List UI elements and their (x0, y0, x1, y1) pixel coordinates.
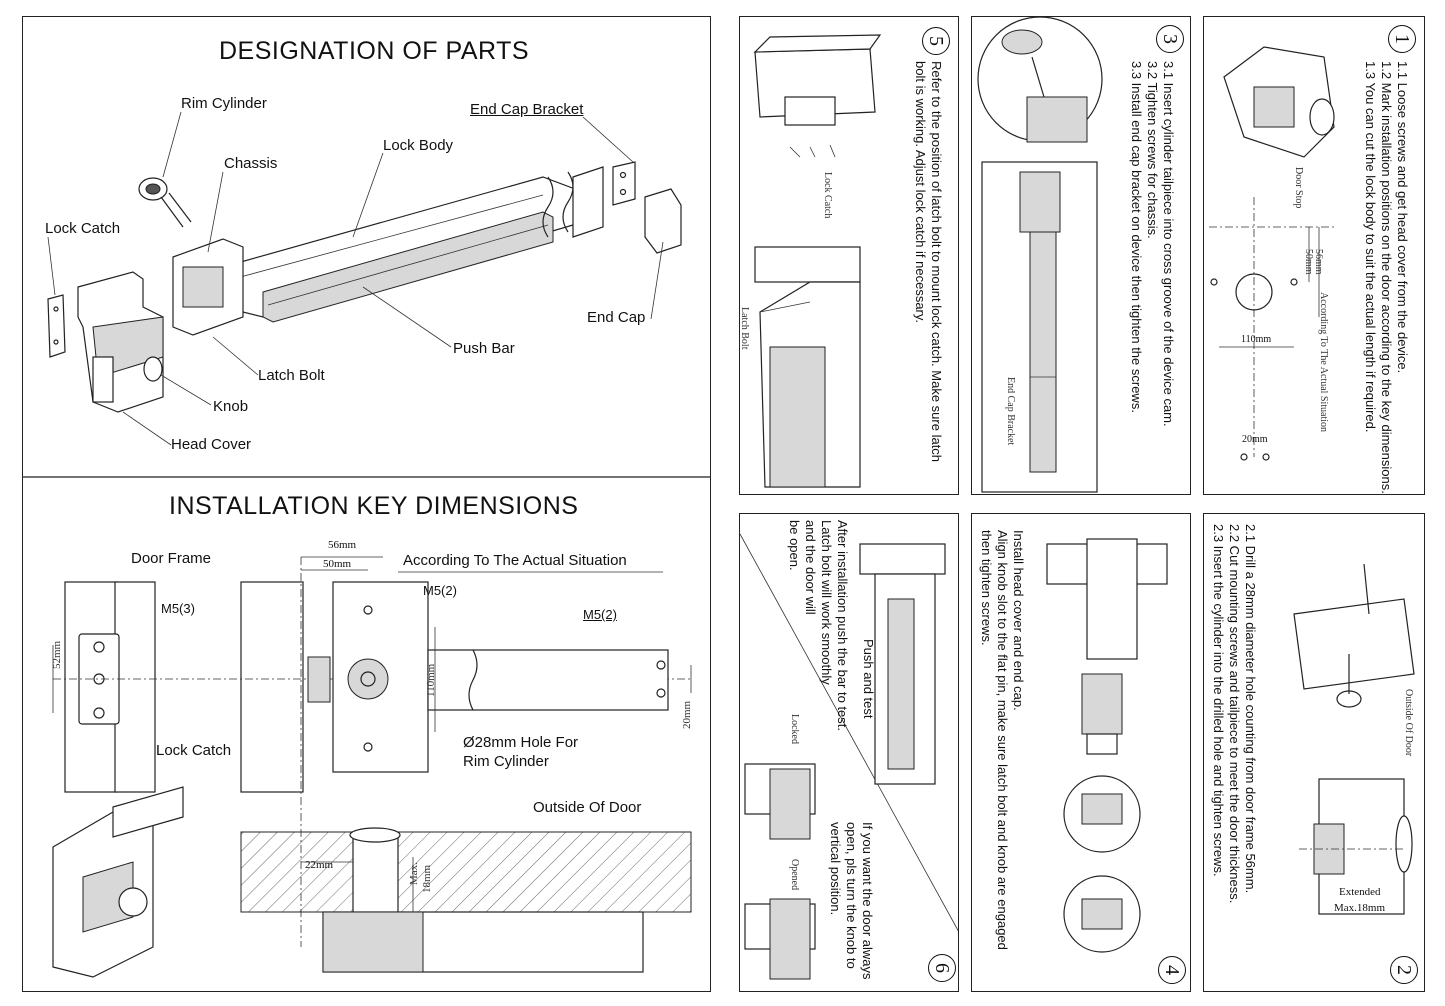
dim-20mm: 20mm (681, 700, 693, 729)
label-head-cover: Head Cover (171, 436, 252, 453)
step-1-20mm: 20mm (1242, 434, 1268, 445)
step-2-outside-label: Outside Of Door (1403, 689, 1414, 757)
step-3-line-3: 3.3 Install end cap bracket on device th… (1129, 61, 1144, 413)
left-instructions-panel: DESIGNATION OF PARTS Rim Cylinder Chassi… (22, 16, 711, 992)
step-2-panel: 2 2.1 Drill a 28mm diameter hole countin… (1203, 513, 1425, 992)
label-push-bar: Push Bar (453, 340, 515, 357)
step-1-line-3: 1.3 You can cut the lock body to suit th… (1363, 61, 1378, 433)
step-4-number: 4 (1158, 956, 1186, 984)
label-door-frame: Door Frame (131, 550, 212, 567)
label-latch-bolt: Latch Bolt (258, 367, 325, 384)
step-6-text-b: If you want the door always open, pls tu… (827, 822, 875, 980)
step-4-line-3: then tighten screws. (979, 530, 994, 646)
label-hole: Ø28mm Hole For (463, 734, 579, 751)
label-lock-catch: Lock Catch (45, 220, 121, 237)
step-1-drawing (1209, 46, 1335, 461)
step-6-a-line-3: and the door will (803, 520, 818, 615)
step-6-text-a: After installation push the bar to test.… (786, 520, 850, 731)
step-6-opened-label: Opened (789, 859, 800, 891)
step-2-drawing (1293, 563, 1415, 915)
step-4-panel: 4 Install head cover and end cap. Align … (971, 513, 1191, 992)
step-5-line-1: Refer to the position of latch bolt to m… (929, 61, 944, 463)
step-1-line-2: 1.2 Mark installation positions on the d… (1379, 61, 1394, 494)
step-5-text: Refer to the position of latch bolt to m… (912, 61, 944, 462)
step-6-panel: 6 After installation push the bar to tes… (739, 513, 959, 992)
step-5-latch-bolt-label: Latch Bolt (739, 307, 750, 350)
step-5-panel: 5 Refer to the position of latch bolt to… (739, 16, 959, 495)
label-hole-2: Rim Cylinder (463, 753, 549, 770)
dimensions-title: INSTALLATION KEY DIMENSIONS (169, 492, 579, 520)
step-2-extended: Extended (1339, 886, 1381, 898)
label-end-cap: End Cap (587, 309, 646, 326)
step-1-50mm: 50mm (1303, 249, 1314, 275)
step-4-text: Install head cover and end cap. Align kn… (978, 530, 1026, 950)
step-6-a-line-1: After installation push the bar to test. (835, 520, 850, 732)
step-1-56mm: 56mm (1313, 249, 1324, 275)
step-5-line-2: bolt is working. Adjust lock catch if ne… (913, 61, 928, 324)
step-6-a-line-4: be open. (787, 520, 802, 571)
step-3-drawing (977, 17, 1103, 493)
left-panel-drawing (23, 111, 710, 978)
step-6-b-line-3: vertical position. (828, 822, 843, 916)
step-4-line-1: Install head cover and end cap. (1011, 530, 1026, 711)
label-chassis: Chassis (224, 155, 278, 172)
step-3-line-1: 3.1 Insert cylinder tailpiece into cross… (1161, 61, 1176, 427)
step-6-number: 6 (928, 954, 956, 982)
step-2-text: 2.1 Drill a 28mm diameter hole counting … (1210, 524, 1258, 903)
step-3-end-cap-bracket-label: End Cap Bracket (1005, 377, 1016, 446)
step-5-lock-catch-label: Lock Catch (822, 172, 833, 219)
step-1-door-stop-label: Door Stop (1293, 167, 1304, 209)
step-1-110mm: 110mm (1241, 334, 1272, 345)
label-knob: Knob (213, 398, 249, 415)
label-m5-2-chassis: M5(2) (423, 583, 457, 598)
step-3-number: 3 (1156, 25, 1184, 53)
label-lock-catch-dim: Lock Catch (156, 742, 232, 759)
step-6-b-line-1: If you want the door always (860, 822, 875, 980)
label-m5-2-endcap: M5(2) (583, 607, 617, 622)
step-1-text: 1.1 Loose screws and get head cover from… (1362, 61, 1410, 494)
step-1-according-label: According To The Actual Situation (1318, 292, 1329, 433)
dim-18mm: 18mm (421, 864, 433, 893)
step-2-line-3: 2.3 Insert the cylinder into the drilled… (1211, 524, 1226, 877)
step-5-drawing (753, 34, 882, 488)
step-2-number: 2 (1390, 956, 1418, 984)
step-6-a-line-2: Latch bolt will work smoothly (819, 520, 834, 685)
exit-device-exploded-drawing (47, 111, 682, 446)
step-3-text: 3.1 Insert cylinder tailpiece into cross… (1128, 61, 1176, 427)
step-2-max18: Max.18mm (1334, 902, 1386, 914)
dim-max: Max. (408, 862, 420, 885)
dim-52mm: 52mm (51, 640, 63, 669)
label-rim-cylinder: Rim Cylinder (181, 95, 267, 112)
key-dimensions-drawing (52, 556, 693, 978)
dim-56mm: 56mm (328, 539, 357, 551)
step-1-line-1: 1.1 Loose screws and get head cover from… (1395, 61, 1410, 374)
step-5-number: 5 (922, 27, 950, 55)
step-1-number: 1 (1388, 25, 1416, 53)
dim-110mm: 110mm (425, 663, 437, 697)
step-4-line-2: Align knob slot to the flat pin, make su… (995, 530, 1010, 950)
designation-title: DESIGNATION OF PARTS (219, 37, 530, 65)
step-2-line-1: 2.1 Drill a 28mm diameter hole counting … (1243, 524, 1258, 894)
label-end-cap-bracket: End Cap Bracket (470, 101, 584, 118)
label-lock-body: Lock Body (383, 137, 454, 154)
step-6-drawing (740, 533, 958, 980)
step-6-b-line-2: open, pls turn the knob to (844, 822, 859, 969)
step-3-line-2: 3.2 Tighten screws for chassis. (1145, 61, 1160, 239)
step-4-drawing (1046, 538, 1168, 953)
label-m5-3: M5(3) (161, 601, 195, 616)
step-6-locked-label: Locked (789, 714, 800, 744)
step-1-panel: 1 1.1 Loose screws and get head cover fr… (1203, 16, 1425, 495)
dim-50mm: 50mm (323, 558, 352, 570)
label-outside-door: Outside Of Door (533, 799, 642, 816)
step-6-push-test: Push and test (861, 639, 876, 719)
step-3-panel: 3 3.1 Insert cylinder tailpiece into cro… (971, 16, 1191, 495)
dim-22mm: 22mm (305, 859, 334, 871)
label-according-actual: According To The Actual Situation (403, 552, 627, 569)
step-2-line-2: 2.2 Cut mounting screws and tailpiece to… (1227, 524, 1242, 904)
